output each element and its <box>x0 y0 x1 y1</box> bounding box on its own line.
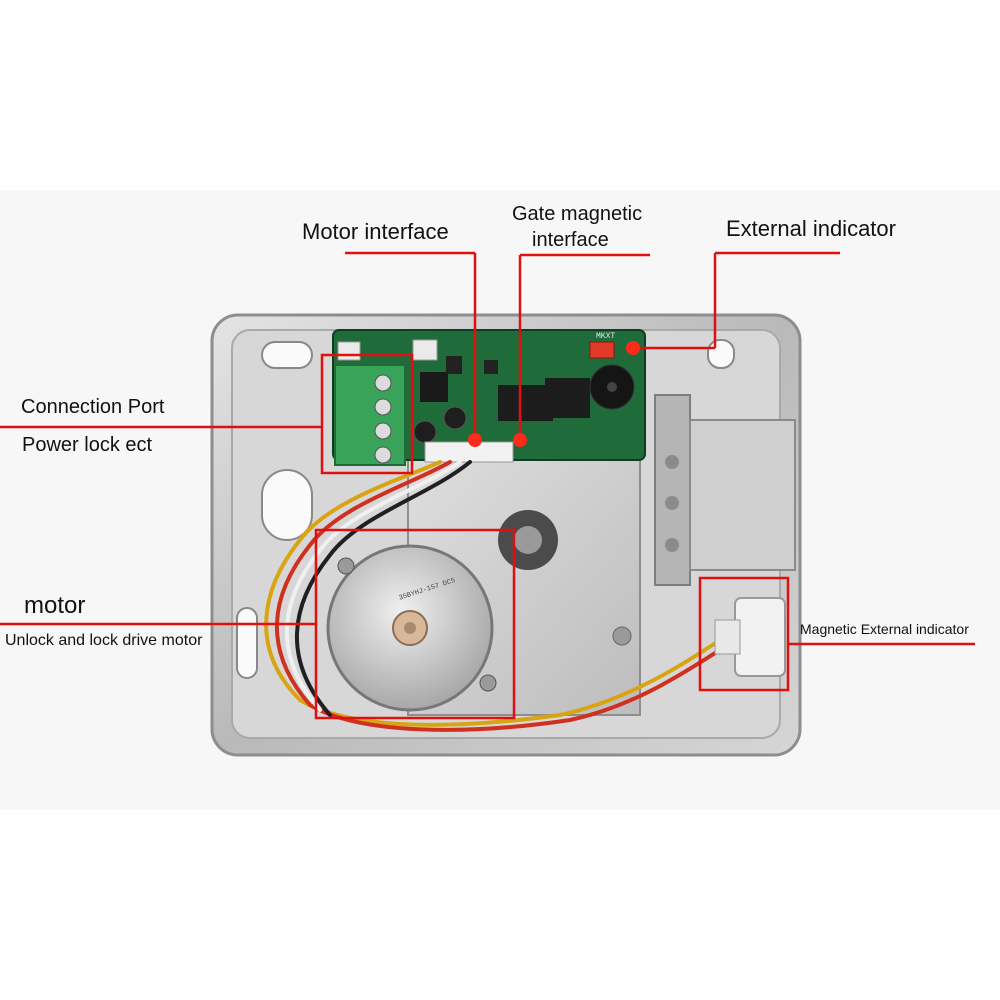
connection-port-label: Connection Port <box>21 396 165 418</box>
mounting-slot <box>236 607 258 679</box>
magnetic-indicator-callout-box <box>698 576 790 692</box>
gate-magnetic-label-line1: Gate magnetic <box>512 203 643 225</box>
screw <box>612 626 632 646</box>
stepper-motor-icon: 35BYHJ-157 DC5 <box>326 544 497 712</box>
gate-magnetic-dot <box>513 433 527 447</box>
ic-chip <box>498 385 553 421</box>
gate-magnetic-label-line2: interface <box>532 229 609 251</box>
mounting-slot <box>261 469 313 541</box>
external-indicator-label: External indicator <box>726 216 896 241</box>
pcb-marking: MKXT <box>596 332 615 341</box>
connection-port-callout-box <box>320 353 414 475</box>
led-icon <box>589 341 615 359</box>
latch-bolt <box>654 394 796 586</box>
external-indicator-dot <box>626 341 640 355</box>
connector-icon <box>337 341 361 361</box>
motor-interface-label: Motor interface <box>302 219 449 244</box>
motor-description-label: Unlock and lock drive motor <box>5 632 203 649</box>
connector-icon <box>412 339 438 361</box>
motor-callout-box <box>314 528 516 720</box>
ic-chip <box>545 378 590 418</box>
power-lock-label: Power lock ect <box>22 434 153 456</box>
mounting-slot <box>261 341 313 369</box>
external-connector <box>714 597 786 677</box>
magnetic-external-indicator-label: Magnetic External indicator <box>800 621 969 637</box>
callout-dots <box>468 341 640 447</box>
mounting-slot <box>707 339 735 369</box>
wire-connector <box>424 441 514 463</box>
motor-interface-dot <box>468 433 482 447</box>
callout-lines <box>0 251 975 720</box>
wire-bundle <box>264 460 722 732</box>
motor-label: motor <box>24 592 86 619</box>
terminal-block-icon <box>334 364 406 466</box>
